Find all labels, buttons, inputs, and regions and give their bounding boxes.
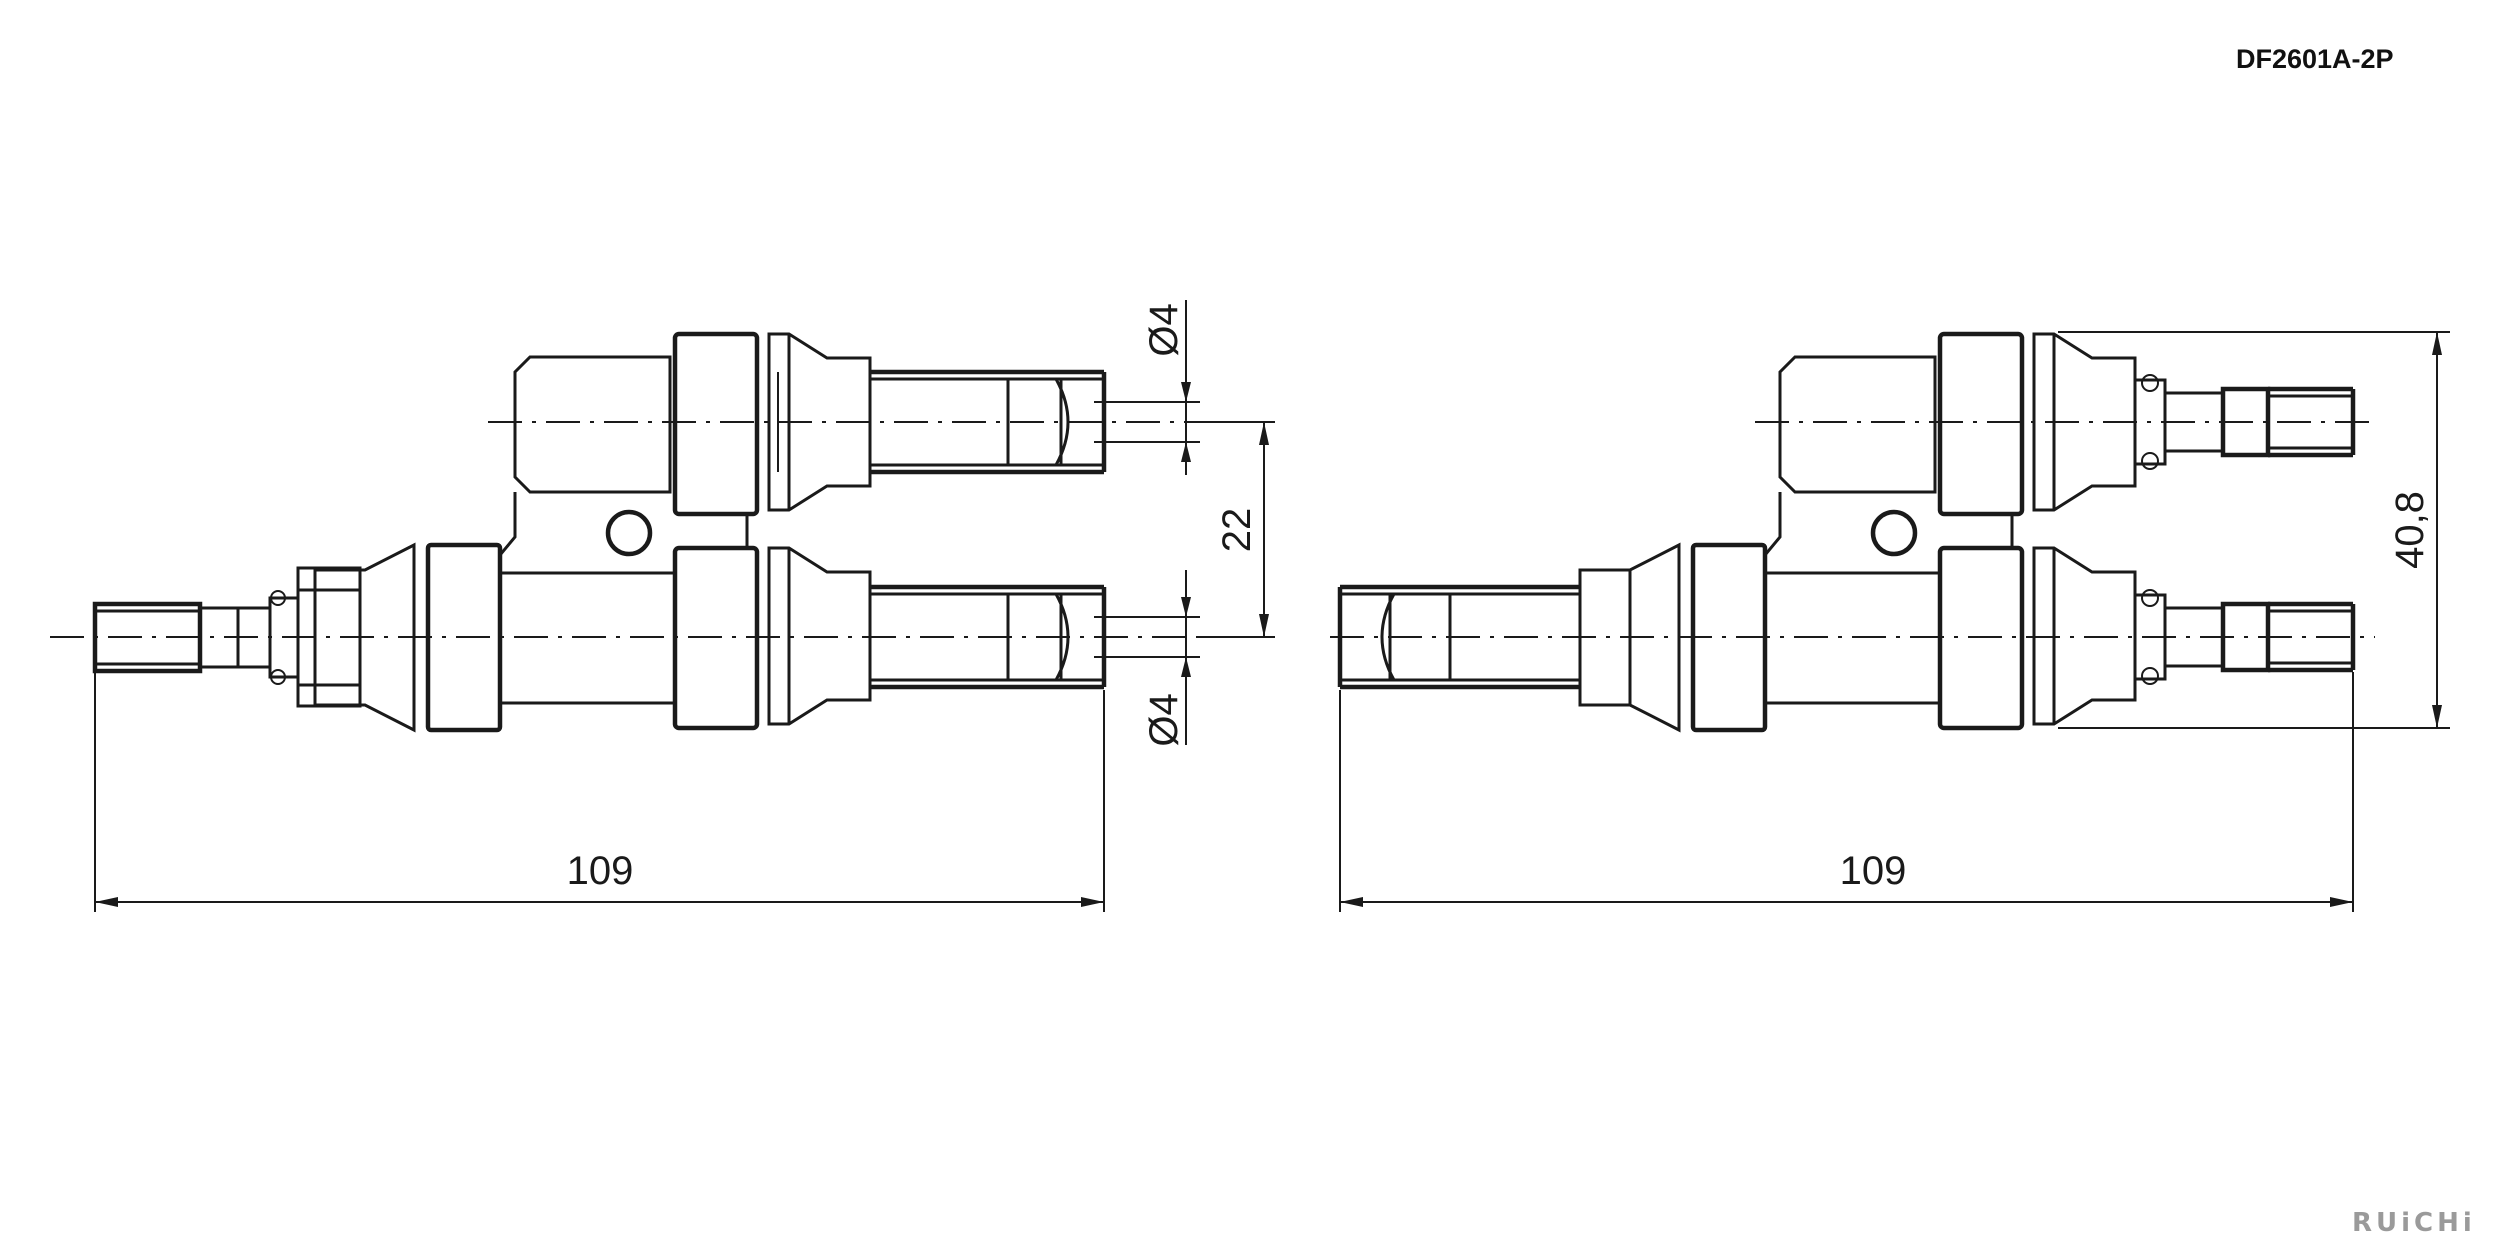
- top-branch: [513, 331, 1107, 517]
- model-code: DF2601A-2P: [2236, 44, 2394, 74]
- left-connector-svg: 109 22 Ø4: [50, 300, 1275, 912]
- right-connector-svg: 109 40,8: [1330, 331, 2450, 912]
- mounting-hole: [1870, 509, 1918, 557]
- dim-height-label: 40,8: [2388, 491, 2432, 569]
- left-connector-view: 109 22 Ø4: [50, 300, 1275, 912]
- dimension-length: 109: [1339, 672, 2354, 912]
- bottom-branch: [498, 545, 1107, 731]
- mounting-hole: [605, 509, 653, 557]
- dim-pin-bottom-label: Ø4: [1142, 693, 1186, 746]
- dimension-pin-bottom: Ø4: [1094, 570, 1200, 747]
- bottom-branch: [1763, 545, 2356, 731]
- rear-cable-gland: [92, 542, 503, 733]
- brand-logo: RUiCHi: [2352, 1208, 2476, 1238]
- dim-pitch-label: 22: [1215, 508, 1259, 553]
- dim-length-label: 109: [1840, 849, 1907, 893]
- right-connector-view: 109 40,8: [1300, 0, 2500, 1250]
- dimension-pitch: 22: [1200, 421, 1275, 638]
- dim-pin-top-label: Ø4: [1142, 303, 1186, 356]
- branch-body: [498, 492, 749, 700]
- dimension-length: 109: [94, 671, 1105, 912]
- top-branch: [1778, 331, 2356, 517]
- dimension-pin-top: Ø4: [1094, 300, 1200, 475]
- branch-body: [1763, 492, 2014, 700]
- dim-length-label: 109: [567, 849, 634, 893]
- dimension-height: 40,8: [2058, 331, 2450, 729]
- front-socket: [1337, 542, 1768, 733]
